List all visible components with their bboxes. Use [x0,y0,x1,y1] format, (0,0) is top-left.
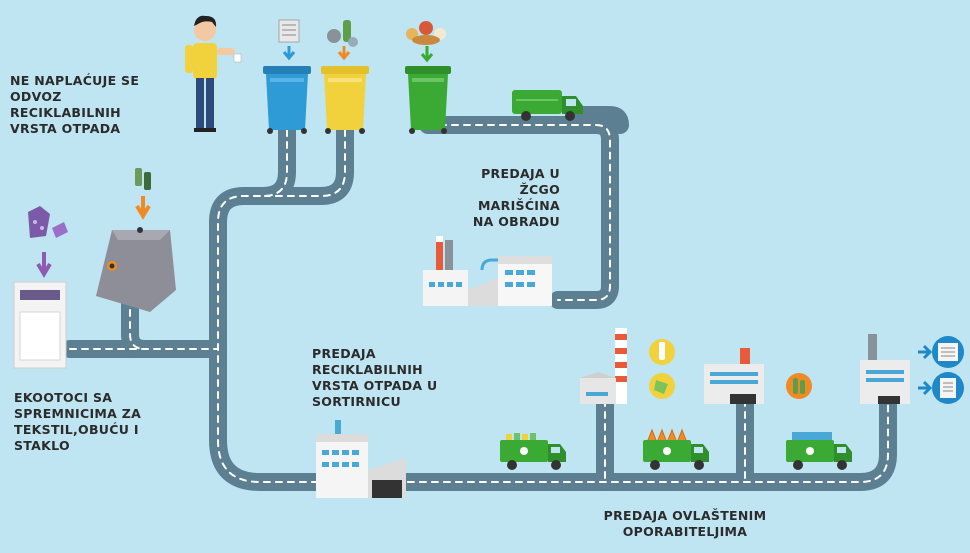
document-icon [918,372,964,404]
plastic-bin-icon [321,20,369,134]
label-line: RECIKLABILNIH [312,362,423,377]
label-line: VRSTA OTPADA U [312,378,438,393]
person-icon [185,15,242,132]
label-line: PREDAJA [312,346,376,361]
textile-container-icon [13,206,68,369]
garbage-truck-icon [500,433,566,470]
label-line: TEKSTIL,OBUĆU I [14,422,139,437]
factory-icon [580,328,627,404]
garbage-truck-icon [643,428,709,470]
no-charge-label: NE NAPLAĆUJE SE ODVOZ RECIKLABILNIH VRST… [10,73,139,137]
factory-icon [423,236,552,306]
label-line: SPREMNICIMA ZA [14,406,142,421]
glass-container-icon [96,168,176,312]
handover-zcgo-label: PREDAJA U ŽCGO MARIŠĆINA NA OBRADU [473,166,560,230]
label-line: PREDAJA OVLAŠTENIM [603,508,767,523]
bottle-icon [649,339,675,399]
garbage-truck-icon [512,90,583,121]
paper-bin-icon [263,19,311,134]
bottle-icon [786,373,812,399]
handover-recyclers-label: PREDAJA OVLAŠTENIM OPORABITELJIMA [590,508,780,540]
factory-icon [704,348,764,404]
label-line: NE NAPLAĆUJE SE [10,73,140,88]
label-line: NA OBRADU [472,214,560,229]
bio-bin-icon [405,21,451,134]
factory-icon [860,334,910,404]
label-line: SORTIRNICU [312,394,401,409]
label-line: VRSTA OTPADA [10,121,121,136]
road-network [61,106,897,491]
label-line: RECIKLABILNIH [10,105,121,120]
label-line: OPORABITELJIMA [622,524,748,539]
label-line: PREDAJA U [481,166,560,181]
eco-islands-label: EKOOTOCI SA SPREMNICIMA ZA TEKSTIL,OBUĆU… [14,390,141,454]
newspaper-icon [918,336,964,368]
handover-sorting-label: PREDAJA RECIKLABILNIH VRSTA OTPADA U SOR… [312,346,437,410]
factory-icon [316,420,406,498]
garbage-truck-icon [786,432,852,470]
label-line: EKOOTOCI SA [14,390,113,405]
label-line: ŽCGO [519,182,560,197]
label-line: MARIŠĆINA [477,198,560,213]
label-line: ODVOZ [10,89,62,104]
label-line: STAKLO [14,438,70,453]
